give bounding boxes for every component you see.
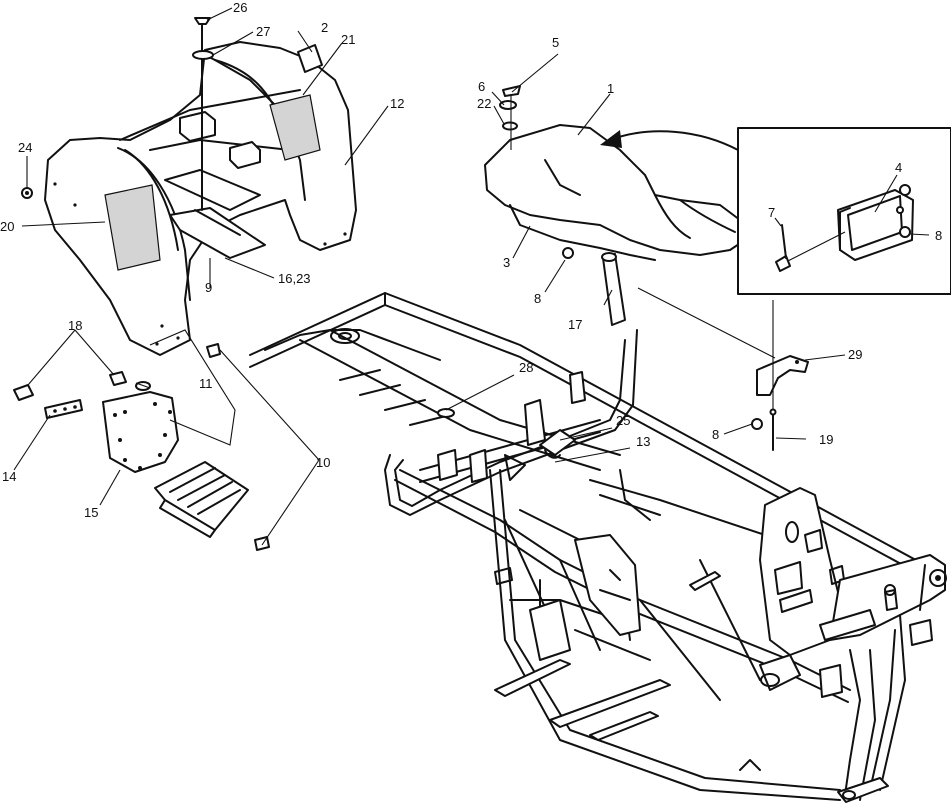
seat — [484, 85, 746, 261]
mudflap-assembly — [13, 329, 270, 551]
callout-1: 1 — [607, 81, 614, 96]
callout-25: 25 — [616, 413, 630, 428]
callout-9: 9 — [205, 280, 212, 295]
callout-19: 19 — [819, 432, 833, 447]
callout-8-bracket: 8 — [712, 427, 719, 442]
callout-20: 20 — [0, 219, 14, 234]
seat-latch-inset — [737, 127, 951, 295]
callout-6: 6 — [478, 79, 485, 94]
grab-bar-grip — [601, 252, 626, 326]
leader-lines — [13, 7, 930, 546]
callout-4: 4 — [895, 160, 902, 175]
callout-12: 12 — [390, 96, 404, 111]
callout-17: 17 — [568, 317, 582, 332]
callout-15: 15 — [84, 505, 98, 520]
rear-fender — [21, 17, 357, 356]
callout-22: 22 — [477, 96, 491, 111]
callout-7: 7 — [768, 205, 775, 220]
callout-14: 14 — [2, 469, 16, 484]
callout-26: 26 — [233, 0, 247, 15]
callout-13: 13 — [636, 434, 650, 449]
callout-10: 10 — [316, 455, 330, 470]
main-frame — [249, 292, 947, 803]
callout-16-23: 16,23 — [278, 271, 311, 286]
callout-11: 11 — [199, 376, 213, 391]
callout-8-seat: 8 — [534, 291, 541, 306]
callout-3: 3 — [503, 255, 510, 270]
callout-21: 21 — [341, 32, 355, 47]
callout-28: 28 — [519, 360, 533, 375]
callout-29: 29 — [848, 347, 862, 362]
callout-24: 24 — [18, 140, 32, 155]
callout-labels: 1 2 3 4 5 6 7 8 8 8 9 10 11 12 13 14 15 … — [0, 0, 942, 520]
callout-2: 2 — [321, 20, 328, 35]
callout-18: 18 — [68, 318, 82, 333]
callout-27: 27 — [256, 24, 270, 39]
rear-bracket — [637, 287, 809, 451]
callout-8-inset: 8 — [935, 228, 942, 243]
callout-5: 5 — [552, 35, 559, 50]
